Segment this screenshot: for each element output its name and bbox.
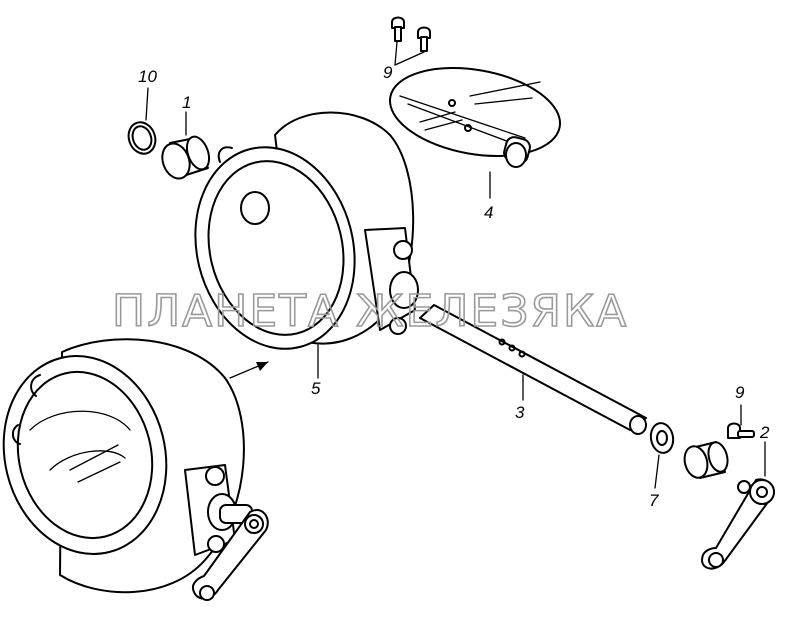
callout-5: 5 [311,379,321,398]
bolt-part-9-right [727,422,755,439]
leader-lines [145,41,766,489]
callout-10: 10 [138,67,157,86]
bolts-part-9-top [391,16,431,52]
bushing-right [683,441,729,479]
cover-part-4 [388,67,562,168]
callout-3: 3 [515,403,525,422]
housing-assembled [2,338,269,601]
callout-9-right: 9 [735,383,745,402]
washer-part-7 [649,422,675,454]
callout-9-top: 9 [383,63,393,82]
housing-part-5 [194,111,419,350]
shaft-part-3 [419,304,647,435]
callout-4: 4 [484,203,493,222]
lever-part-2 [701,478,775,570]
callout-1: 1 [182,93,191,112]
callout-7: 7 [649,491,659,510]
callout-2: 2 [759,423,770,442]
ring-part-10 [127,121,157,155]
watermark-text: ПЛАНЕТА ЖЕЛЕЗЯКА [112,286,628,337]
bushing-part-1 [161,135,211,180]
assembly-arrow [229,361,269,379]
